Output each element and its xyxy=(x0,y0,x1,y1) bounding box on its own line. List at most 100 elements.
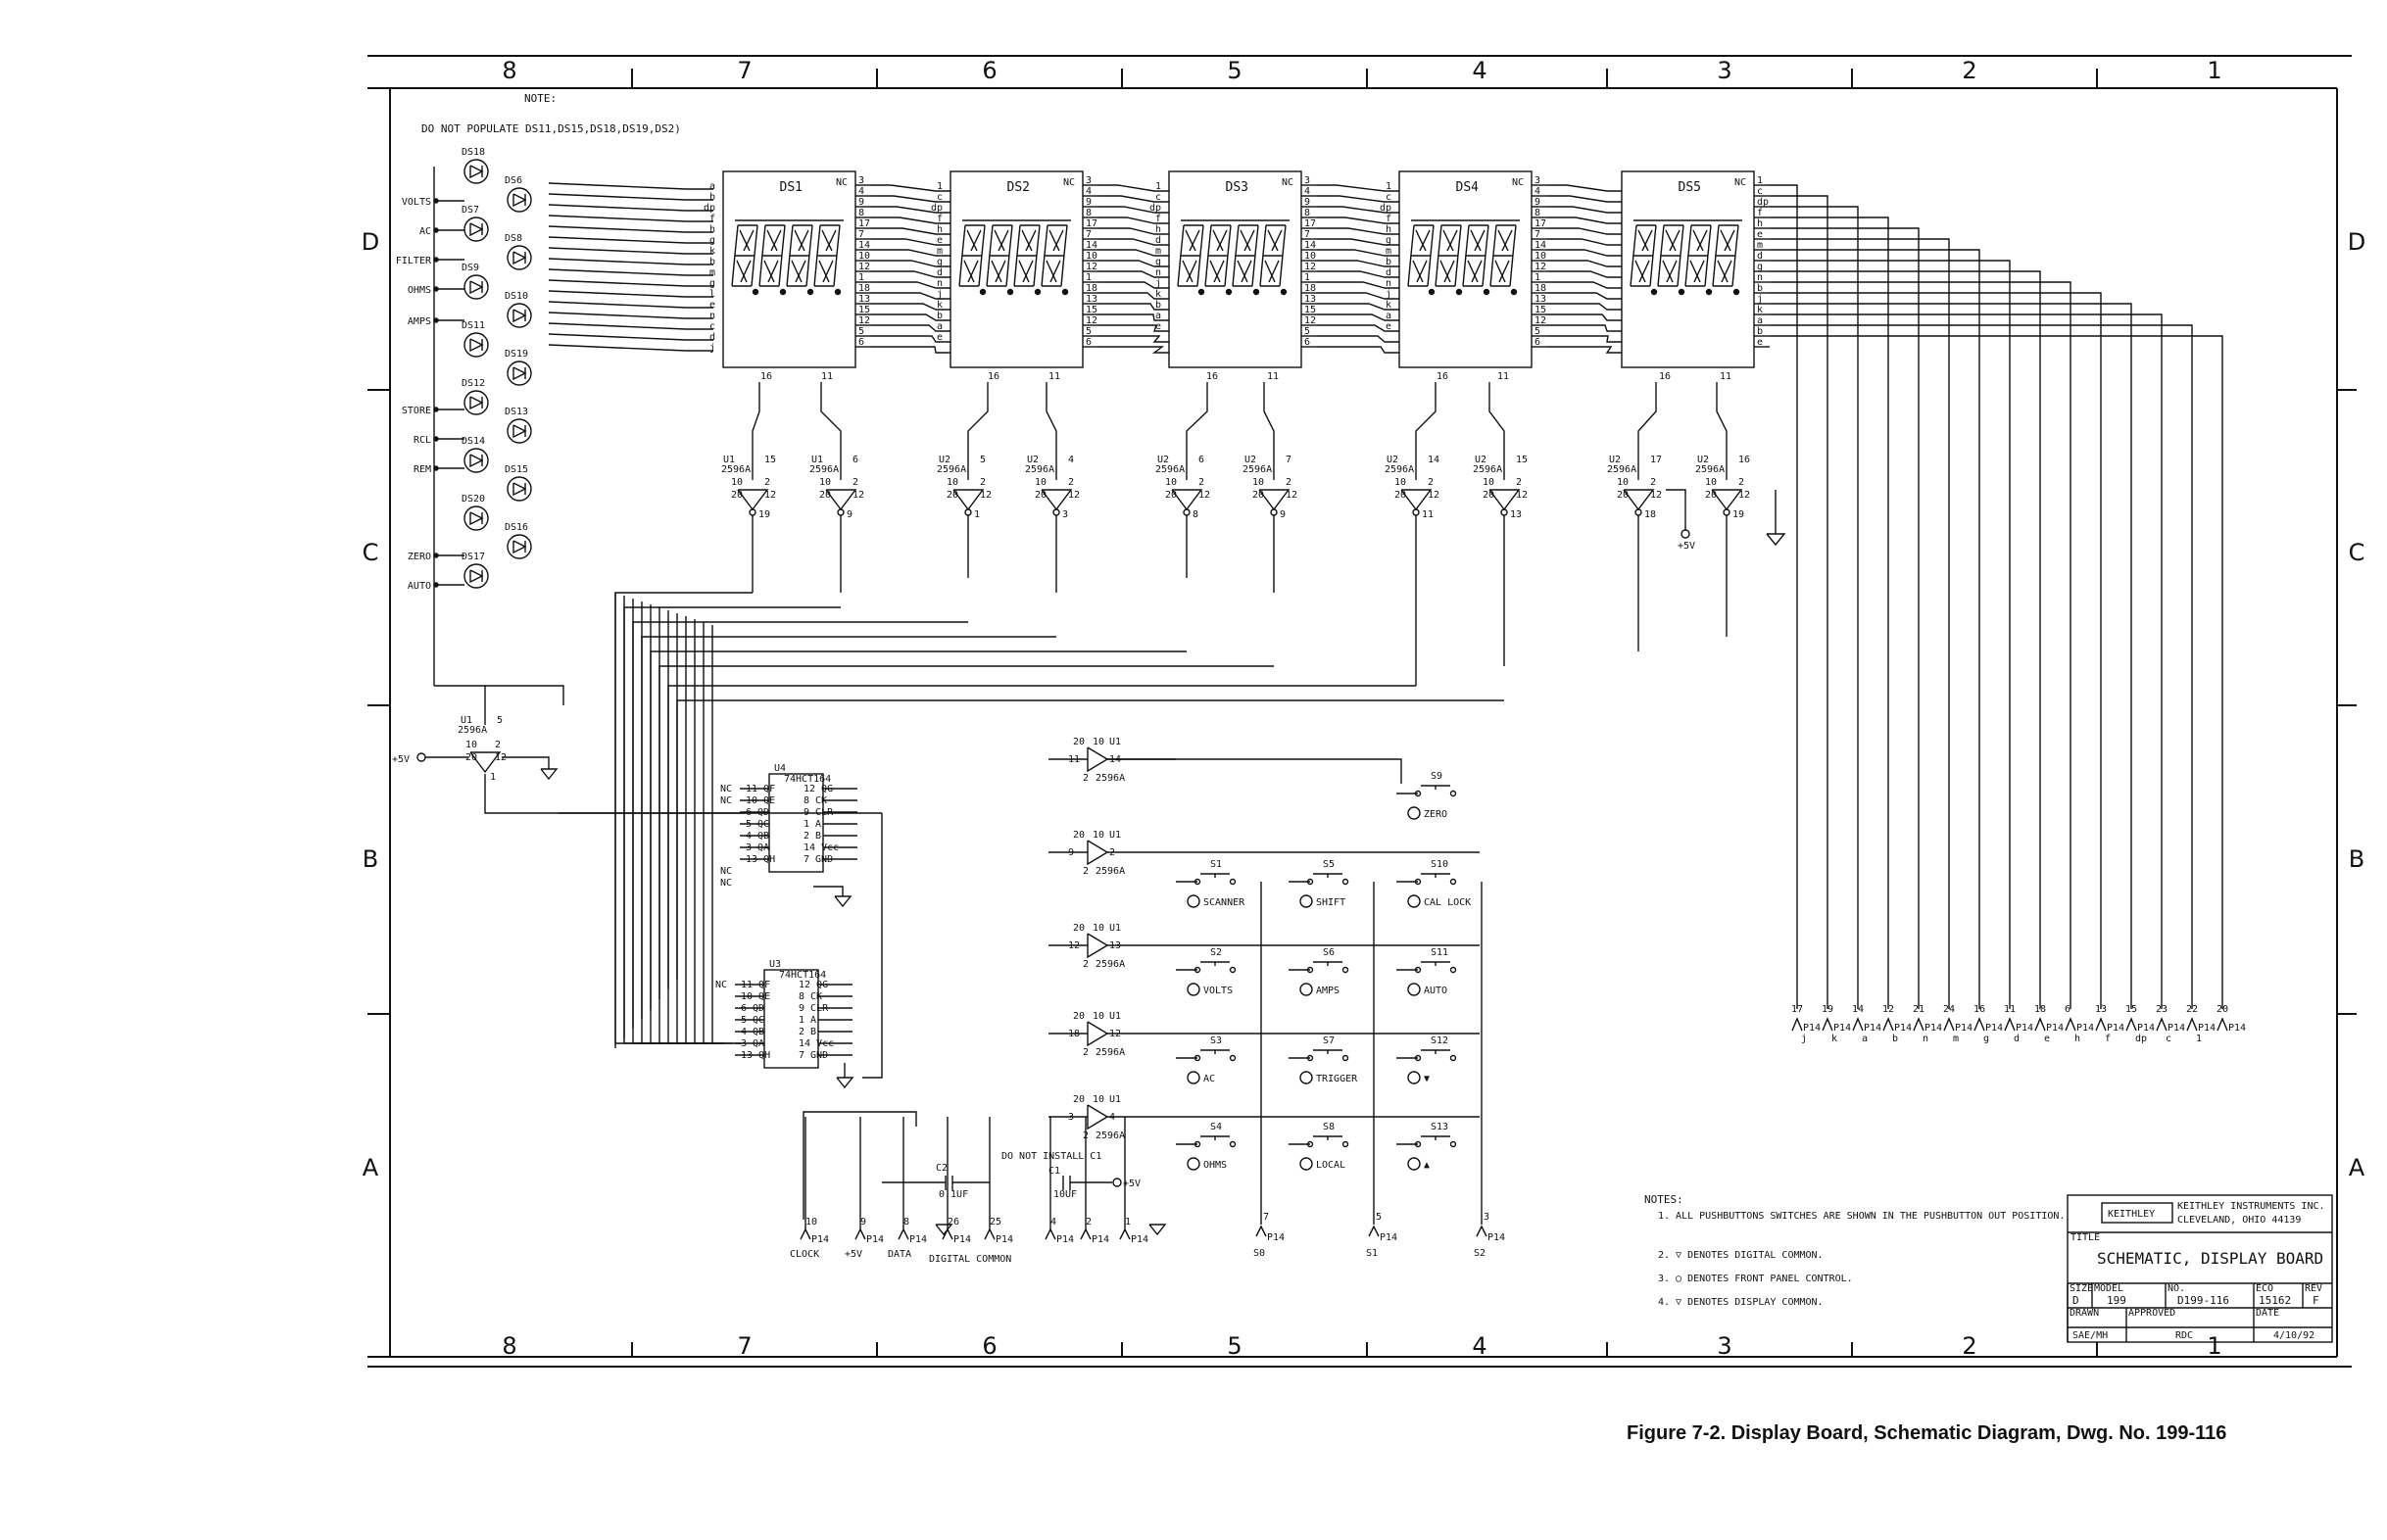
connector-arrow xyxy=(1119,1227,1131,1240)
switch-contact xyxy=(1449,1140,1457,1148)
display-pin: 18 xyxy=(1304,283,1316,294)
display-pin: 15 xyxy=(858,305,870,315)
seg xyxy=(1022,260,1034,283)
ic-pin-right: 7 GND xyxy=(799,1050,828,1061)
p14r-name: P14 xyxy=(2228,1023,2246,1034)
p14-name: P14 xyxy=(996,1234,1013,1245)
driver-pin: 20 xyxy=(947,490,958,501)
seg xyxy=(1498,260,1510,283)
seg xyxy=(958,224,966,287)
ic-bus xyxy=(667,610,698,1044)
seg xyxy=(1060,224,1068,287)
p14-name: P14 xyxy=(1056,1234,1074,1245)
driver-pin: 2 xyxy=(980,477,986,488)
tb-rev: F xyxy=(2313,1294,2319,1307)
driver-part: 2596A xyxy=(1025,464,1054,475)
display-pin-letter: dp xyxy=(704,203,715,214)
switch-ref: S10 xyxy=(1431,859,1448,870)
display-bus xyxy=(1317,227,1399,235)
ic-pin-left: 5 QC xyxy=(741,1015,764,1026)
sw-conn-pin: 7 xyxy=(1263,1212,1269,1223)
scan-ref: U1 xyxy=(1109,830,1121,841)
seg-dp xyxy=(1280,288,1288,296)
display-pin-letter: g xyxy=(1386,235,1391,246)
driver-ref: U2 xyxy=(939,455,950,465)
driver-pin: 20 xyxy=(731,490,743,501)
led-bus-wire xyxy=(548,215,713,222)
display-bottom-pin: 11 xyxy=(1720,371,1731,382)
driver-part: 2596A xyxy=(1473,464,1502,475)
led-ref: DS7 xyxy=(462,205,479,216)
led-triangle xyxy=(469,338,484,353)
ic-bus xyxy=(685,616,715,1044)
driver-part: 2596A xyxy=(1242,464,1272,475)
display-pin: 13 xyxy=(1304,294,1316,305)
display-to-driver xyxy=(752,382,760,451)
p14-name: P14 xyxy=(811,1234,829,1245)
display-pin: 1 xyxy=(1534,272,1540,283)
switch-label: CAL LOCK xyxy=(1424,897,1471,908)
led-diode xyxy=(463,390,489,415)
display-pin: 5 xyxy=(1304,326,1310,337)
seg xyxy=(1509,224,1517,287)
seg xyxy=(1048,229,1060,252)
vcc-wire xyxy=(1666,489,1686,530)
display-pin-letter: n xyxy=(709,311,715,321)
display-bottom-pin: 16 xyxy=(760,371,772,382)
connector-arrow xyxy=(1852,1017,1864,1032)
display-to-driver xyxy=(1415,382,1437,451)
seg xyxy=(1237,260,1248,283)
seg xyxy=(1185,229,1196,252)
connector-arrow xyxy=(854,1227,866,1240)
led-ref: DS20 xyxy=(462,494,485,505)
display-bus xyxy=(1317,324,1399,332)
display-pin-letter: d xyxy=(709,332,715,343)
display-pin-letter: 1 xyxy=(937,181,943,192)
zone-row-right: C xyxy=(2349,539,2365,566)
ds5-fan-wire xyxy=(1770,206,1859,1009)
display-pin: 12 xyxy=(1304,315,1316,326)
switch-label: ▲ xyxy=(1424,1160,1430,1171)
seg-dp xyxy=(979,288,987,296)
display-bus xyxy=(1547,195,1622,203)
driver-pin: 20 xyxy=(1394,490,1406,501)
seg xyxy=(794,229,805,252)
ic-bus xyxy=(676,613,706,1044)
ic-ref: U4 xyxy=(774,763,786,774)
display-pin: 7 xyxy=(1534,229,1540,240)
led-ref: DS6 xyxy=(505,175,522,186)
ic-pin-right: 9 CLR xyxy=(804,807,834,818)
driver-ref: U1 xyxy=(811,455,823,465)
ic-pin-left: 6 QD xyxy=(746,807,769,818)
display-pin-letter: k xyxy=(709,246,715,257)
scan-pin: 10 xyxy=(1093,923,1104,934)
driver-pin: 20 xyxy=(465,752,477,763)
display-pin-letter: b xyxy=(709,257,715,267)
display-pin-letter: m xyxy=(937,246,943,257)
p14r-label: j xyxy=(1801,1034,1807,1044)
seg xyxy=(1182,260,1194,283)
p14r-name: P14 xyxy=(2046,1023,2064,1034)
led-label: VOLTS xyxy=(402,197,431,208)
ic-bus xyxy=(623,596,654,1044)
ic-nc: NC xyxy=(720,878,732,889)
clock-wire xyxy=(803,1111,917,1220)
display-pin-letter: h xyxy=(937,224,943,235)
seg xyxy=(1204,224,1212,287)
seg xyxy=(1704,224,1712,287)
ds5-fan-wire xyxy=(1770,260,2011,1009)
connector-arrow xyxy=(1476,1225,1487,1237)
ic-bus xyxy=(632,599,662,1044)
display-pin-letter: 1 xyxy=(1386,181,1391,192)
display-name: DS3 xyxy=(1226,180,1248,195)
led-label: ZERO xyxy=(408,552,431,562)
scan-pin: 10 xyxy=(1093,830,1104,841)
driver-pin: 12 xyxy=(1198,490,1210,501)
switch-contact xyxy=(1341,1140,1349,1148)
p14-label: CLOCK xyxy=(790,1249,819,1260)
led-triangle xyxy=(512,540,527,554)
driver-pin: 10 xyxy=(1394,477,1406,488)
notes-header: NOTES: xyxy=(1644,1193,1683,1206)
display-bus xyxy=(1547,270,1622,278)
